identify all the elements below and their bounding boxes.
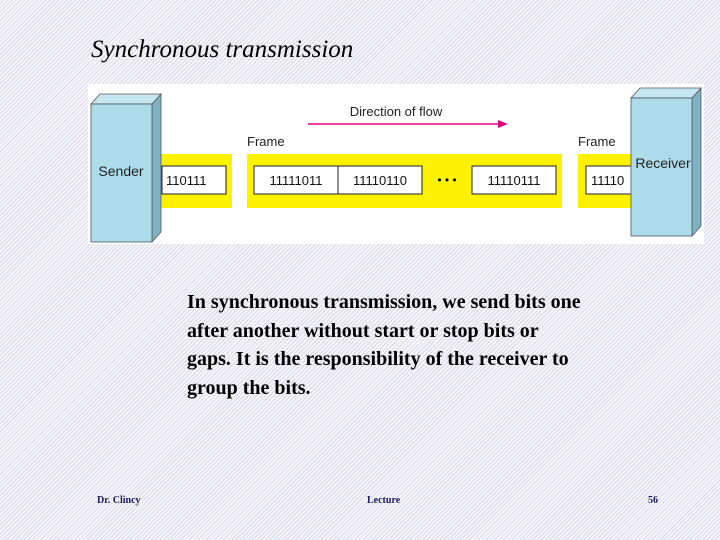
body-text: In synchronous transmission, we send bit… (187, 291, 581, 399)
right-frame-bits-box (585, 165, 632, 195)
footer-center: Lecture (367, 495, 401, 506)
left-frame-bits-box (161, 165, 227, 195)
footer-author: Dr. Clincy (97, 495, 141, 506)
sender-label: Sender (98, 163, 143, 179)
slide-title: Synchronous transmission (91, 36, 354, 63)
right-frame-bits: 11110 (591, 173, 624, 188)
byte-box-2 (337, 165, 423, 195)
ellipsis: • • • (437, 173, 456, 187)
direction-arrow-head (498, 120, 508, 128)
byte-2: 11110110 (353, 173, 407, 188)
byte-1: 11111011 (269, 173, 322, 188)
receiver-box (630, 86, 702, 238)
byte-box-3 (471, 165, 557, 195)
receiver-label: Receiver (635, 155, 691, 171)
sync-transmission-diagram: Direction of flow Frame Frame 110111 111… (88, 84, 704, 244)
byte-box-1 (253, 165, 339, 195)
frame-label-left: Frame (247, 134, 285, 149)
frame-label-right: Frame (578, 134, 616, 149)
byte-3: 11110111 (487, 173, 540, 188)
footer-page-number: 56 (648, 495, 658, 506)
direction-label: Direction of flow (350, 104, 443, 119)
sender-box (90, 92, 162, 244)
left-frame-bits: 110111 (166, 173, 207, 188)
